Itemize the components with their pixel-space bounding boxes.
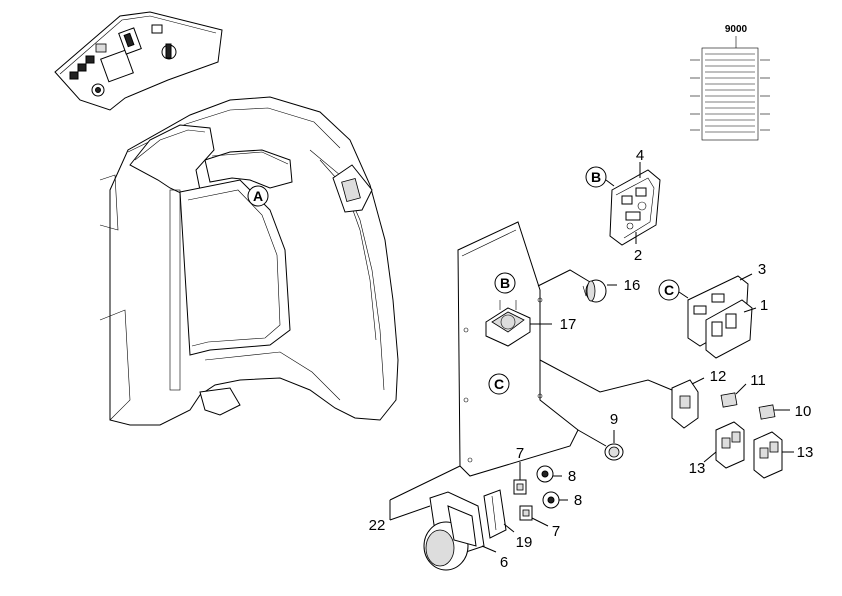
fan-17 (485, 300, 552, 347)
callout-6: 6 (500, 554, 508, 571)
buzzer-16 (537, 269, 617, 303)
callout-13-left: 13 (689, 460, 706, 477)
relay-socket-13-left (703, 421, 745, 469)
section-letter-b-plate: B (500, 275, 510, 291)
callout-19: 19 (516, 534, 533, 551)
callout-9: 9 (610, 411, 618, 428)
relay-10 (758, 404, 790, 420)
motor-6 (423, 491, 497, 571)
circuit-board-c: C (658, 273, 757, 359)
circuit-board-b: B (585, 162, 661, 246)
label-sheet-rows (690, 53, 770, 133)
knob-8-bottom (542, 491, 568, 509)
callout-10: 10 (795, 403, 812, 420)
callout-4: 4 (636, 147, 644, 164)
callout-2: 2 (634, 247, 642, 264)
callout-1: 1 (760, 297, 768, 314)
connector-12 (539, 359, 705, 429)
leader-22 (389, 465, 461, 521)
section-letter-c-plate: C (494, 376, 504, 392)
knob-8-top (536, 465, 562, 483)
switch-7-bottom (519, 505, 549, 527)
grommet-9 (577, 429, 624, 461)
callout-12: 12 (710, 368, 727, 385)
callout-7-top: 7 (516, 445, 524, 462)
callout-16: 16 (624, 277, 641, 294)
callout-22: 22 (369, 517, 386, 534)
relay-11 (720, 383, 747, 408)
section-letter-b-board: B (591, 169, 601, 185)
callout-11: 11 (750, 372, 766, 389)
cover-housing: A (99, 96, 399, 426)
callout-17: 17 (560, 316, 577, 333)
callout-13-right: 13 (797, 444, 814, 461)
callout-3: 3 (758, 261, 766, 278)
section-letter-c-board: C (664, 282, 674, 298)
relay-socket-13-right (753, 431, 794, 479)
callout-8-top: 8 (568, 468, 576, 485)
switch-7-top (513, 462, 527, 495)
mounting-plate: B C (457, 221, 579, 477)
part-number-label: 9000 (725, 24, 748, 35)
label-sheet: 9000 (690, 24, 770, 141)
control-panel (54, 11, 223, 111)
callout-8-bottom: 8 (574, 492, 582, 509)
callout-7-bottom: 7 (552, 523, 560, 540)
bracket-19 (483, 489, 515, 539)
section-letter-a: A (253, 188, 263, 204)
